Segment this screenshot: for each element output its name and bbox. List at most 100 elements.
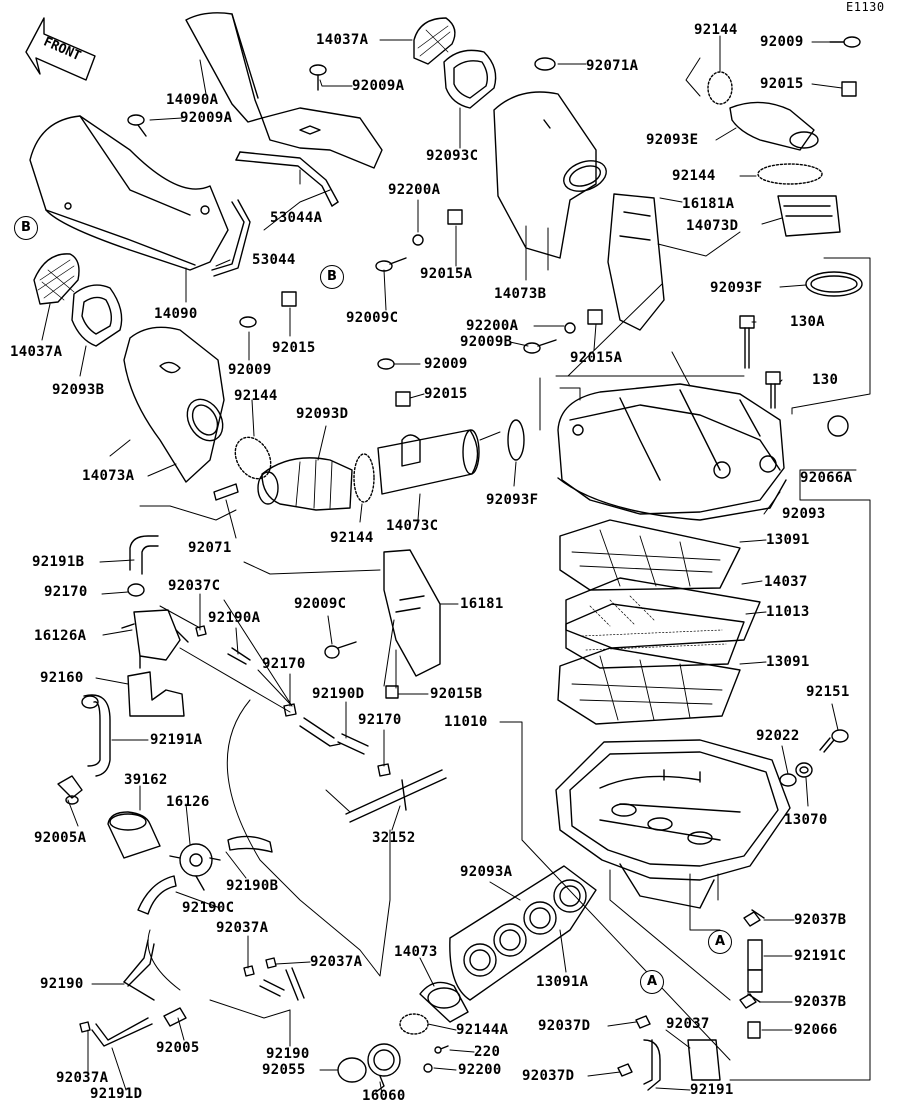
clamp-92037B-upper-icon (743, 909, 765, 927)
hose-92190D-drawing (299, 717, 341, 747)
part-label: 92144 (234, 388, 278, 404)
air-cleaner-base-drawing (555, 739, 791, 909)
bolt-130-icon (765, 371, 781, 409)
part-label: 92066 (794, 1022, 838, 1038)
part-label: 92093F (486, 492, 539, 508)
part-label: 92037B (794, 994, 847, 1010)
part-label: 92005A (34, 830, 87, 846)
filter-13091-lower-drawing (557, 647, 741, 725)
ring-92144-left-drawing (234, 436, 272, 480)
part-label: 92093D (296, 406, 349, 422)
part-label: 11013 (766, 604, 810, 620)
seal-92071-drawing (213, 483, 239, 501)
screw-92009A-left-icon (127, 114, 147, 137)
part-label: 92190C (182, 900, 235, 916)
part-label: 130 (812, 372, 839, 388)
part-label: 14073 (394, 944, 438, 960)
part-label: 92005 (156, 1040, 200, 1056)
bracket-92160-drawing (127, 671, 185, 717)
part-label: 92055 (262, 1062, 306, 1078)
hose-92191-drawing (643, 1039, 661, 1091)
ring-92144A-drawing (399, 1013, 429, 1035)
part-label: 13091 (766, 654, 810, 670)
filter-11013-drawing (565, 603, 745, 669)
duct-14073-drawing (419, 981, 469, 1023)
part-label: 92144 (330, 530, 374, 546)
part-label: 92190B (226, 878, 279, 894)
tube-92191C-drawing (747, 939, 763, 993)
collar-92015-right-icon (841, 81, 857, 97)
part-label: 92190A (208, 610, 261, 626)
clamp-92037D-lower-icon (617, 1063, 633, 1077)
part-label: 92066A (800, 470, 853, 486)
part-label: 92071A (586, 58, 639, 74)
ref-circle-a-bottom: A (640, 970, 664, 994)
part-label: 92200A (388, 182, 441, 198)
part-label: 92093F (710, 280, 763, 296)
part-label: 16181 (460, 596, 504, 612)
part-label: 92009C (346, 310, 399, 326)
part-label: 220 (474, 1044, 501, 1060)
hose-92190A-drawing (227, 647, 251, 665)
air-cleaner-cover-drawing (557, 383, 787, 521)
part-label: 92037B (794, 912, 847, 928)
hose-92190B-drawing (227, 835, 273, 853)
screw-92009-right-icon (829, 36, 861, 48)
duct-14073D-drawing (777, 195, 841, 237)
part-label: 92151 (806, 684, 850, 700)
part-label: 92037 (666, 1016, 710, 1032)
part-label: 13070 (784, 812, 828, 828)
part-label: 16126A (34, 628, 87, 644)
part-label: 92144A (456, 1022, 509, 1038)
part-label: 92009 (424, 356, 468, 372)
bracket-53044-drawing (211, 199, 251, 277)
part-label: 92191D (90, 1086, 143, 1102)
pipe-32152-drawing (345, 769, 447, 823)
clip-92071A-icon (534, 57, 556, 71)
clamp-92170-lower-icon (377, 763, 391, 777)
part-label: 92022 (756, 728, 800, 744)
part-label: 92015A (420, 266, 473, 282)
ring-92144-right-drawing (757, 163, 823, 185)
duct-14090-drawing (29, 115, 229, 271)
duct-14090A-drawing (185, 12, 383, 169)
grommet-13070-icon (795, 762, 813, 778)
part-label: 92200A (466, 318, 519, 334)
washer-92200-icon (423, 1063, 433, 1073)
part-label: 92037A (310, 954, 363, 970)
part-label: 11010 (444, 714, 488, 730)
part-label: 14073B (494, 286, 547, 302)
screw-92009A-top-icon (309, 64, 327, 91)
part-label: 92191 (690, 1082, 734, 1098)
part-label: 14073D (686, 218, 739, 234)
part-label: 92037A (56, 1070, 109, 1086)
ref-circle-b-left: B (14, 216, 38, 240)
part-label: 14073C (386, 518, 439, 534)
part-label: 39162 (124, 772, 168, 788)
part-label: 92009 (760, 34, 804, 50)
hose-92191B-drawing (129, 535, 159, 575)
hose-92190D-second-drawing (337, 733, 369, 755)
cover-16060-drawing (367, 1043, 401, 1093)
filter-14037A-top-drawing (413, 17, 456, 65)
screw-92009B-icon (523, 339, 557, 354)
part-label: 92071 (188, 540, 232, 556)
tube-14073C-drawing (377, 429, 480, 495)
intake-13091A-drawing (449, 865, 597, 1001)
part-label: 92093C (426, 148, 479, 164)
hose-92191D-drawing (79, 1017, 153, 1047)
part-label: 14037A (10, 344, 63, 360)
part-label: 92170 (262, 656, 306, 672)
ring-92144-center-drawing (353, 453, 375, 503)
tube-92037-drawing (687, 1039, 721, 1081)
filter-14037A-left-drawing (33, 253, 80, 305)
seal-92055-drawing (337, 1057, 367, 1083)
diagram-code: E1130 (846, 0, 885, 14)
fitting-92005-icon (163, 1007, 187, 1027)
part-label: 32152 (372, 830, 416, 846)
part-label: 130A (790, 314, 825, 330)
part-label: 16126 (166, 794, 210, 810)
bracket-53044A-drawing (235, 151, 339, 207)
seal-92093B-drawing (71, 284, 123, 347)
